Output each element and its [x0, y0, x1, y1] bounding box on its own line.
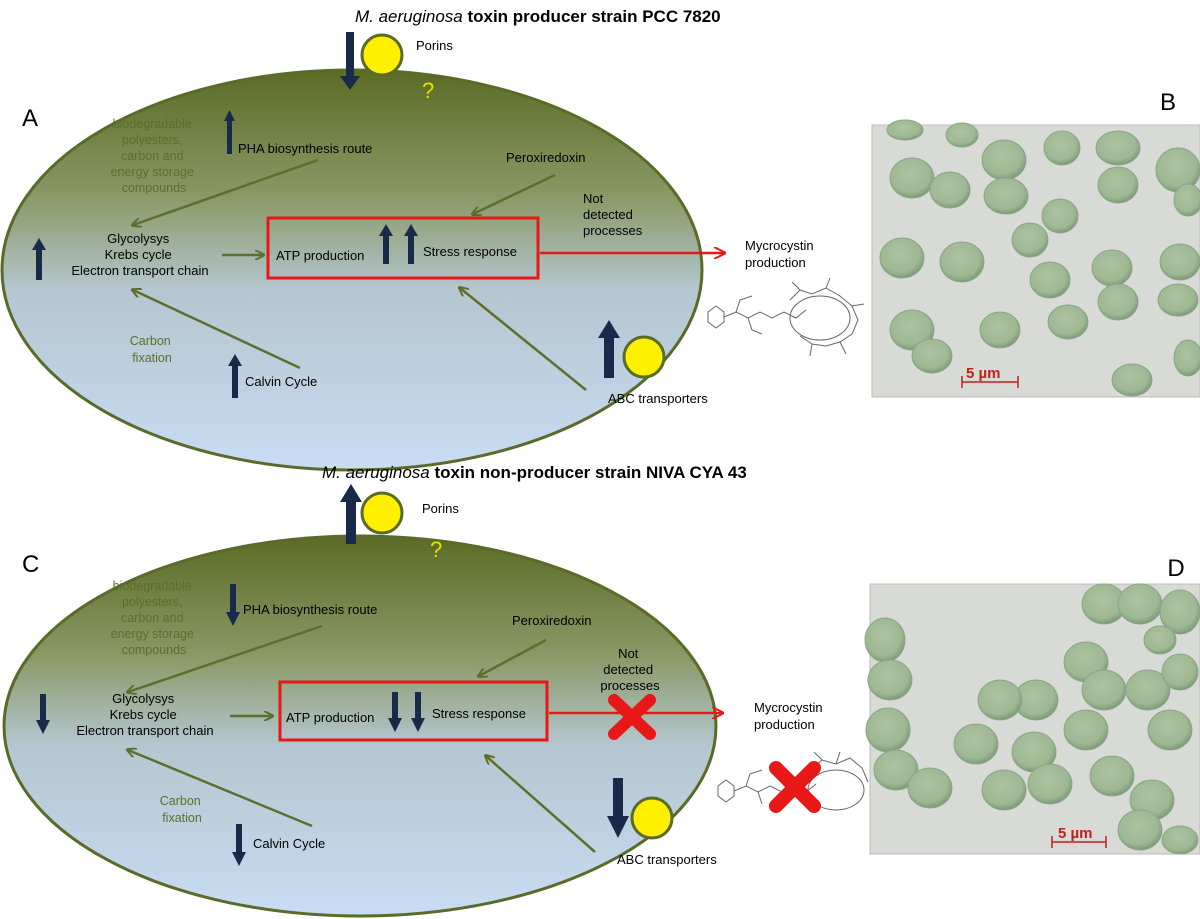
abc-to-stress-arrow	[486, 756, 596, 853]
calvin-up-arrow	[232, 362, 238, 398]
pha-to-glyco-arrow	[128, 624, 323, 692]
cell-body	[2, 534, 718, 918]
blocked-cross	[608, 694, 656, 740]
atp-up-arrow-head	[379, 224, 393, 236]
micrograph-letter: D	[1167, 555, 1184, 582]
scale-bar-label: 5 µm	[1058, 825, 1093, 842]
glyco-text: Glycolysys Krebs cycle Electron transpor…	[71, 231, 208, 278]
calvin-to-glyco-arrow	[133, 290, 301, 370]
atp-stress-box	[266, 216, 540, 280]
abc-transporter-channel	[630, 796, 674, 840]
porin-up-arrow	[346, 500, 356, 544]
carbon-fixation-text: Carbon fixation	[130, 334, 174, 365]
porin-down-arrow	[346, 32, 354, 80]
porin-channel	[360, 491, 404, 535]
question-mark: ?	[422, 78, 434, 103]
peroxiredoxin-label: Peroxiredoxin	[506, 150, 586, 165]
atp-down-arrow-head	[388, 718, 402, 732]
abc-transporters-label: ABC transporters	[617, 852, 717, 867]
pha-route-label: PHA biosynthesis route	[243, 602, 377, 617]
panel-title: M. aeruginosa toxin non-producer strain …	[322, 463, 747, 482]
atp-production-label: ATP production	[276, 248, 364, 263]
microcystin-structure	[707, 277, 865, 357]
glyco-down-arrow	[40, 694, 46, 722]
abc-down-arrow	[613, 778, 623, 818]
porins-label: Porins	[422, 501, 459, 516]
pha-compounds-text: biodegradable polyesters, carbon and ene…	[111, 117, 198, 195]
atp-stress-box	[278, 680, 549, 742]
carbon-fixation-text: Carbon fixation	[160, 794, 204, 825]
stress-response-label: Stress response	[432, 706, 526, 721]
abc-up-arrow-head	[598, 320, 620, 338]
abc-transporters-label: ABC transporters	[608, 391, 708, 406]
calvin-to-glyco-arrow	[128, 750, 313, 828]
question-mark: ?	[430, 537, 442, 562]
micrograph-letter: B	[1160, 89, 1176, 116]
atp-up-arrow	[383, 234, 389, 264]
porins-label: Porins	[416, 38, 453, 53]
stress-down-arrow	[415, 692, 421, 720]
panel-title: M. aeruginosa toxin producer strain PCC …	[355, 7, 721, 26]
microcystin-label: Mycrocystin production	[745, 238, 817, 270]
glyco-up-arrow	[36, 248, 42, 280]
not-detected-label: Not detected processes	[600, 646, 660, 693]
panel-letter: A	[22, 105, 38, 132]
panel-toxin-producer: M. aeruginosa toxin producer strain PCC …	[0, 7, 1176, 472]
pha-up-arrow	[227, 118, 232, 154]
not-detected-label: Not detected processes	[583, 191, 643, 238]
stress-up-arrow	[408, 234, 414, 264]
calvin-up-arrow-head	[228, 354, 242, 366]
micrograph-non-producer: 5 µm	[864, 583, 1200, 855]
microcystin-blocked-cross	[769, 761, 821, 813]
pha-to-glyco-arrow	[133, 158, 319, 225]
peroxiredoxin-label: Peroxiredoxin	[512, 613, 592, 628]
atp-production-label: ATP production	[286, 710, 374, 725]
abc-transporter-channel	[622, 335, 666, 379]
glyco-up-arrow-head	[32, 238, 46, 250]
peroxiredoxin-arrow	[479, 638, 547, 676]
pha-route-label: PHA biosynthesis route	[238, 141, 372, 156]
peroxiredoxin-arrow	[473, 173, 556, 214]
porin-down-arrow-head	[340, 76, 360, 90]
calvin-down-arrow	[236, 824, 242, 854]
panel-letter: C	[22, 551, 39, 578]
porin-up-arrow-head	[340, 484, 362, 502]
scale-bar-label: 5 µm	[966, 365, 1001, 382]
pha-compounds-text: biodegradable polyesters, carbon and ene…	[111, 579, 198, 657]
micrograph-producer: 5 µm	[871, 119, 1200, 398]
abc-down-arrow-head	[607, 816, 629, 838]
stress-down-arrow-head	[411, 718, 425, 732]
stress-response-label: Stress response	[423, 244, 517, 259]
calvin-down-arrow-head	[232, 852, 246, 866]
glyco-down-arrow-head	[36, 720, 50, 734]
glyco-text: Glycolysys Krebs cycle Electron transpor…	[76, 691, 213, 738]
porin-channel	[360, 33, 404, 77]
calvin-cycle-label: Calvin Cycle	[253, 836, 325, 851]
microcystin-label: Mycrocystin production	[754, 700, 826, 732]
pha-up-arrow-head	[224, 110, 235, 121]
pha-down-arrow-head	[226, 612, 240, 626]
atp-down-arrow	[392, 692, 398, 720]
abc-up-arrow	[604, 336, 614, 378]
pha-down-arrow	[230, 584, 236, 614]
abc-to-stress-arrow	[460, 288, 587, 391]
calvin-cycle-label: Calvin Cycle	[245, 374, 317, 389]
stress-up-arrow-head	[404, 224, 418, 236]
panel-toxin-non-producer: M. aeruginosa toxin non-producer strain …	[2, 463, 1185, 918]
